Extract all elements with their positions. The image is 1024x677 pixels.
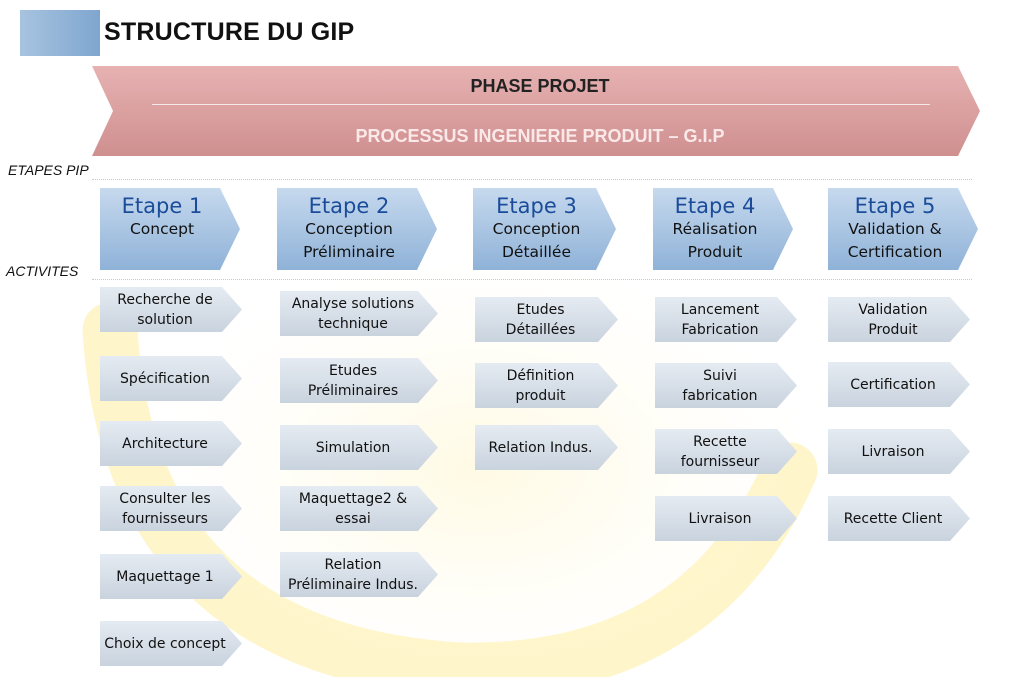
banner-divider <box>152 104 930 105</box>
activites-label: ACTIVITES <box>6 263 79 279</box>
activity-recette-client: Recette Client <box>828 496 970 541</box>
phase-banner-arrow <box>92 66 980 156</box>
activity-maquettage2-essai: Maquettage2 & essai <box>280 486 438 531</box>
etape-5-box: Etape 5 Validation & Certification <box>828 188 978 270</box>
etape-3-name: Conception Détaillée <box>492 220 581 261</box>
etape-1-name: Concept <box>129 220 195 238</box>
etape-5-number: Etape 5 <box>854 194 936 218</box>
activity-definition-produit: Définition produit <box>475 363 618 408</box>
activity-choix-de-concept: Choix de concept <box>100 621 242 666</box>
activity-architecture: Architecture <box>100 421 242 466</box>
activity-etudes-detaillees: Etudes Détaillées <box>475 297 618 342</box>
title-decoration <box>20 10 100 56</box>
activity-recette-fournisseur: Recette fournisseur <box>655 429 797 474</box>
phase-projet-label: PHASE PROJET <box>470 76 610 96</box>
etape-3-box: Etape 3 Conception Détaillée <box>473 188 616 270</box>
etape-2-number: Etape 2 <box>308 194 390 218</box>
etapes-pip-label: ETAPES PIP <box>8 162 89 178</box>
etape-1-number: Etape 1 <box>121 194 203 218</box>
divider-top <box>92 179 972 180</box>
etape-3-number: Etape 3 <box>496 194 577 218</box>
etape-2-name: Conception Préliminaire <box>303 220 395 261</box>
activity-relation-preliminaire-indus: Relation Préliminaire Indus. <box>280 552 438 597</box>
etape-4-name: Réalisation Produit <box>672 220 758 261</box>
activity-analyse-solutions-technique: Analyse solutions technique <box>280 291 438 336</box>
activity-suivi-fabrication: Suivi fabrication <box>655 363 797 408</box>
etape-2-box: Etape 2 Conception Préliminaire <box>277 188 437 270</box>
activity-validation-produit: Validation Produit <box>828 297 970 342</box>
activity-simulation: Simulation <box>280 425 438 470</box>
etape-1-box: Etape 1 Concept <box>100 188 240 270</box>
activity-etudes-preliminaires: Etudes Préliminaires <box>280 358 438 403</box>
etape-4-number: Etape 4 <box>674 194 756 218</box>
activity-livraison-etape4: Livraison <box>655 496 797 541</box>
activity-recherche-de-solution: Recherche de solution <box>100 287 242 332</box>
activity-certification: Certification <box>828 362 970 407</box>
activity-lancement-fabrication: Lancement Fabrication <box>655 297 797 342</box>
divider-bottom <box>92 279 972 280</box>
activity-relation-indus: Relation Indus. <box>475 425 618 470</box>
activity-maquettage-1: Maquettage 1 <box>100 554 242 599</box>
activity-specification: Spécification <box>100 356 242 401</box>
page-title: STRUCTURE DU GIP <box>104 18 355 46</box>
activity-livraison-etape5: Livraison <box>828 429 970 474</box>
etape-4-box: Etape 4 Réalisation Produit <box>653 188 793 270</box>
process-label: PROCESSUS INGENIERIE PRODUIT – G.I.P <box>355 126 725 146</box>
activity-consulter-fournisseurs: Consulter les fournisseurs <box>100 486 242 531</box>
etape-5-name: Validation & Certification <box>847 220 943 261</box>
